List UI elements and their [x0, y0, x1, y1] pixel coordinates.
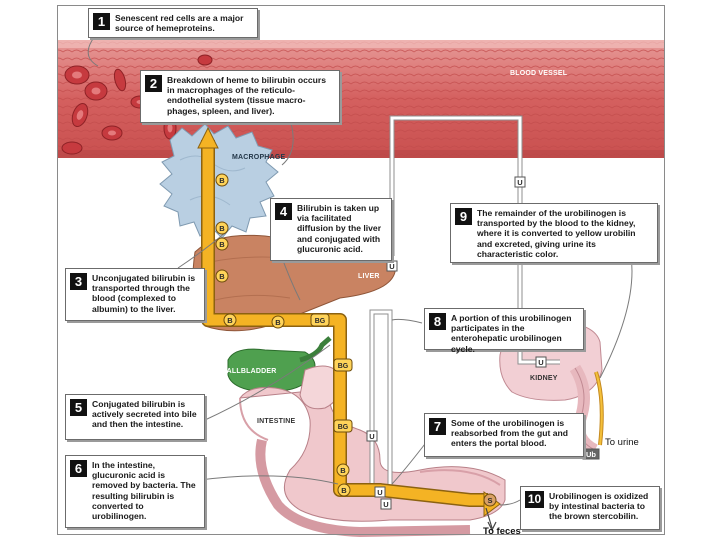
marker-bilirubin-10: B: [337, 483, 351, 497]
step-3-text: Unconjugated bilirubin is transported th…: [92, 273, 196, 314]
marker-text-18: Ub: [586, 450, 596, 459]
step-10-number: 10: [525, 491, 544, 508]
step-5-text: Conjugated bilirubin is actively secrete…: [92, 399, 197, 430]
red-blood-cells: [61, 54, 213, 155]
marker-urobilinogen-13: U: [366, 430, 378, 442]
step-7-number: 7: [429, 418, 446, 435]
step-2-text: Breakdown of heme to bilirubin occurs in…: [167, 75, 327, 116]
step-5-box: 5 Conjugated bilirubin is actively secre…: [65, 394, 205, 440]
marker-text-14: U: [377, 488, 382, 497]
step-4-number: 4: [275, 203, 292, 220]
step-9-number: 9: [455, 208, 472, 225]
marker-shape-4: [223, 313, 237, 327]
marker-text-3: B: [219, 272, 225, 281]
step-8-box: 8 A portion of this urobilinogen partici…: [424, 308, 584, 354]
marker-text-11: U: [517, 178, 522, 187]
marker-shape-15: [380, 498, 392, 510]
step-3-box: 3 Unconjugated bilirubin is transported …: [65, 268, 205, 321]
marker-shape-16: [535, 356, 547, 368]
marker-shape-1: [215, 221, 229, 235]
marker-text-9: B: [340, 466, 346, 475]
step-1-box: 1 Senescent red cells are a major source…: [88, 8, 258, 38]
marker-urobilinogen-11: U: [514, 176, 526, 188]
marker-bilirubin-3: B: [215, 269, 229, 283]
marker-urobilinogen-14: U: [374, 486, 386, 498]
marker-bilirubin-9: B: [336, 463, 350, 477]
marker-conjugated-6: BG: [310, 313, 330, 327]
marker-text-8: BG: [338, 424, 349, 431]
marker-text-13: U: [369, 432, 374, 441]
marker-bilirubin-0: B: [215, 173, 229, 187]
marker-text-2: B: [219, 240, 225, 249]
step-6-box: 6 In the intestine, glucuronic acid is r…: [65, 455, 205, 528]
marker-bilirubin-2: B: [215, 237, 229, 251]
step-7-box: 7 Some of the urobilinogen is reabsorbed…: [424, 413, 584, 457]
intestine-label: INTESTINE: [257, 418, 296, 425]
marker-text-0: B: [219, 176, 225, 185]
step-10-box: 10 Urobilinogen is oxidized by intestina…: [520, 486, 660, 530]
macrophage-label: MACROPHAGE: [232, 154, 286, 161]
marker-conjugated-8: BG: [333, 419, 353, 433]
step-4-text: Bilirubin is taken up via facilitated di…: [297, 203, 382, 254]
marker-conjugated-7: BG: [333, 358, 353, 372]
marker-text-17: S: [487, 496, 492, 505]
marker-shape-14: [374, 486, 386, 498]
blood-vessel-label: BLOOD VESSEL: [510, 70, 568, 77]
step-6-text: In the intestine, glucuronic acid is rem…: [92, 460, 196, 522]
liver-label: LIVER: [358, 273, 380, 280]
marker-bilirubin-5: B: [271, 315, 285, 329]
to-urine-label: To urine: [605, 437, 639, 448]
marker-stercobilin-17: S: [483, 493, 497, 507]
kidney-label: KIDNEY: [530, 375, 558, 382]
marker-shape-3: [215, 269, 229, 283]
marker-urobilinogen-15: U: [380, 498, 392, 510]
marker-text-15: U: [383, 500, 388, 509]
marker-shape-6: [310, 313, 330, 327]
marker-bilirubin-4: B: [223, 313, 237, 327]
marker-shape-9: [336, 463, 350, 477]
marker-shape-7: [333, 358, 353, 372]
marker-shape-11: [514, 176, 526, 188]
step-7-text: Some of the urobilinogen is reabsorbed f…: [451, 418, 568, 449]
step-8-text: A portion of this urobilinogen participa…: [451, 313, 572, 354]
marker-bilirubin-1: B: [215, 221, 229, 235]
marker-shape-2: [215, 237, 229, 251]
step-2-number: 2: [145, 75, 162, 92]
marker-text-7: BG: [338, 363, 349, 370]
marker-shape-5: [271, 315, 285, 329]
step-9-text: The remainder of the urobilinogen is tra…: [477, 208, 636, 259]
marker-shape-12: [386, 260, 398, 272]
marker-text-16: U: [538, 358, 543, 367]
step-8-number: 8: [429, 313, 446, 330]
marker-shape-0: [215, 173, 229, 187]
marker-text-12: U: [389, 262, 394, 271]
step-2-box: 2 Breakdown of heme to bilirubin occurs …: [140, 70, 340, 123]
marker-urobilinogen-16: U: [535, 356, 547, 368]
marker-text-4: B: [227, 316, 233, 325]
step-3-number: 3: [70, 273, 87, 290]
marker-shape-10: [337, 483, 351, 497]
marker-text-5: B: [275, 318, 281, 327]
marker-urobilin-18: Ub: [582, 448, 600, 460]
step-10-text: Urobilinogen is oxidized by intestinal b…: [549, 491, 649, 522]
marker-text-6: BG: [315, 318, 326, 325]
gallbladder-label: GALLBLADDER: [221, 368, 277, 375]
marker-shape-8: [333, 419, 353, 433]
to-feces-label: To feces: [483, 526, 521, 537]
step-1-text: Senescent red cells are a major source o…: [115, 13, 244, 34]
step-1-number: 1: [93, 13, 110, 30]
marker-text-1: B: [219, 224, 225, 233]
marker-shape-17: [483, 493, 497, 507]
marker-text-10: B: [341, 486, 347, 495]
step-9-box: 9 The remainder of the urobilinogen is t…: [450, 203, 658, 263]
marker-shape-13: [366, 430, 378, 442]
step-6-number: 6: [70, 460, 87, 477]
step-4-box: 4 Bilirubin is taken up via facilitated …: [270, 198, 392, 261]
step-5-number: 5: [70, 399, 87, 416]
marker-urobilinogen-12: U: [386, 260, 398, 272]
blood-vessel: [58, 40, 664, 158]
